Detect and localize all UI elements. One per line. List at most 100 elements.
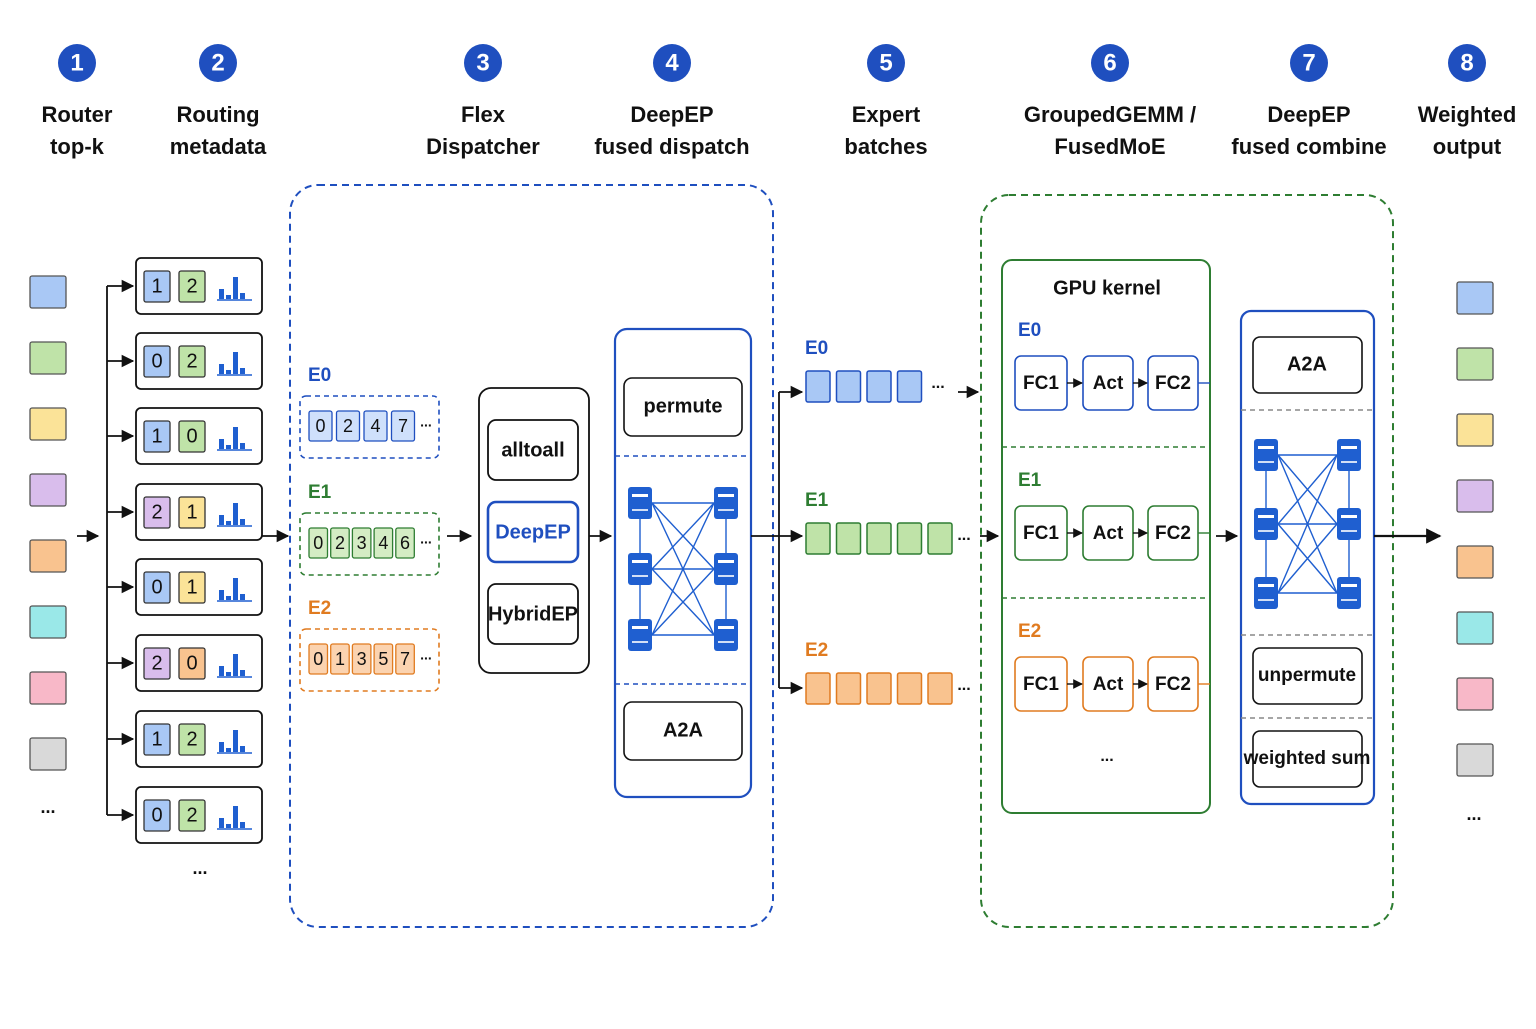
- expert-more: ...: [420, 531, 432, 547]
- step-badge: [1091, 44, 1129, 82]
- step-number: 7: [1302, 49, 1315, 76]
- bar-chart-icon-bar: [226, 672, 231, 676]
- step-title: GroupedGEMM /: [1024, 102, 1196, 127]
- dispatcher-option: [487, 583, 579, 645]
- bar-chart-icon: [217, 578, 252, 602]
- act-label: Act: [1093, 523, 1124, 544]
- server-icon: [628, 487, 652, 519]
- routing-expert-index: [178, 420, 206, 453]
- step-subtitle: batches: [844, 134, 927, 159]
- dispatcher-option: [487, 419, 579, 481]
- bar-chart-icon-bar: [219, 742, 224, 752]
- dispatcher-option-label: HybridEP: [488, 603, 578, 625]
- bar-chart-icon-bar: [240, 519, 245, 525]
- fc2-label: FC2: [1155, 674, 1191, 695]
- output-token: [1456, 281, 1494, 315]
- step-subtitle: top-k: [50, 134, 105, 159]
- server-icon: [628, 619, 652, 651]
- expert-label: E2: [308, 598, 331, 619]
- routing-expert-index-label: 1: [151, 425, 162, 447]
- routing-expert-index: [143, 571, 171, 604]
- output-token: [1456, 479, 1494, 513]
- bar-chart-icon-bar: [219, 289, 224, 299]
- step-badge: [1448, 44, 1486, 82]
- batch-token: [927, 522, 953, 555]
- input-token: [29, 539, 67, 573]
- kernel-expert-label: E1: [1018, 470, 1042, 491]
- expert-token-id-label: 2: [335, 533, 345, 553]
- step-number: 8: [1460, 49, 1473, 76]
- step-subtitle: FusedMoE: [1054, 134, 1165, 159]
- weighted-sum-block: [1252, 730, 1363, 788]
- batch-token: [835, 672, 862, 705]
- bar-chart-icon-bar: [240, 670, 245, 676]
- bar-chart-icon-bar: [219, 515, 224, 525]
- batch-label: E1: [805, 490, 829, 511]
- step-title: Expert: [852, 102, 921, 127]
- fc2-label: FC2: [1155, 523, 1191, 544]
- batch-more: ...: [931, 375, 944, 392]
- expert-token-id-label: 3: [357, 533, 367, 553]
- routing-expert-index-label: 2: [186, 275, 197, 297]
- batch-token: [835, 522, 862, 555]
- server-icon: [714, 553, 738, 585]
- output-token: [1456, 347, 1494, 381]
- bar-chart-icon-bar: [240, 746, 245, 752]
- bar-chart-icon: [217, 427, 252, 451]
- bar-chart-icon: [217, 352, 252, 376]
- output-token: [1456, 743, 1494, 777]
- input-token: [29, 671, 67, 705]
- routing-expert-index: [143, 420, 171, 453]
- fc1-label: FC1: [1023, 523, 1059, 544]
- gpu-kernel-title: GPU kernel: [1053, 277, 1161, 299]
- routing-expert-index: [143, 270, 171, 303]
- server-icon: [714, 487, 738, 519]
- input-token: [29, 407, 67, 441]
- expert-token-id-label: 6: [400, 533, 410, 553]
- bar-chart-icon-bar: [240, 443, 245, 449]
- unpermute-block: [1252, 647, 1363, 705]
- network-link: [1277, 523, 1338, 594]
- expert-token-id-label: 0: [313, 533, 323, 553]
- fc2-label: FC2: [1155, 373, 1191, 394]
- expert-token-id: [351, 643, 372, 675]
- expert-token-id-label: 7: [398, 416, 408, 436]
- input-token: [29, 473, 67, 507]
- routing-expert-index-label: 0: [151, 804, 162, 826]
- expert-token-id-label: 7: [400, 649, 410, 669]
- bar-chart-icon-bar: [233, 806, 238, 828]
- expert-token-id: [351, 527, 372, 559]
- bar-chart-icon-bar: [233, 352, 238, 374]
- expert-token-id-label: 4: [378, 533, 388, 553]
- bar-chart-icon-bar: [226, 824, 231, 828]
- input-token: [29, 737, 67, 771]
- expert-token-id: [308, 410, 333, 442]
- output-token: [1456, 611, 1494, 645]
- step-number: 2: [211, 49, 224, 76]
- expert-token-id: [308, 643, 329, 675]
- expert-token-id-label: 0: [313, 649, 323, 669]
- input-more: ...: [40, 797, 55, 817]
- bar-chart-icon-bar: [226, 445, 231, 449]
- server-icon: [1254, 439, 1278, 471]
- bar-chart-icon-bar: [226, 596, 231, 600]
- batch-token: [927, 672, 953, 705]
- bar-chart-icon-bar: [240, 293, 245, 299]
- routing-expert-index-label: 0: [151, 350, 162, 372]
- expert-token-id: [308, 527, 329, 559]
- bar-chart-icon-bar: [226, 748, 231, 752]
- bar-chart-icon-bar: [219, 439, 224, 449]
- output-token: [1456, 677, 1494, 711]
- expert-token-id: [395, 643, 415, 675]
- routing-expert-index: [143, 345, 171, 378]
- dispatch-network: [628, 487, 738, 651]
- input-token: [29, 605, 67, 639]
- bar-chart-icon-bar: [233, 654, 238, 676]
- fc1-label: FC1: [1023, 674, 1059, 695]
- expert-token-id: [335, 410, 361, 442]
- batch-token: [805, 672, 831, 705]
- bar-chart-icon-bar: [226, 521, 231, 525]
- bar-chart-icon: [217, 806, 252, 830]
- network-link: [651, 502, 715, 570]
